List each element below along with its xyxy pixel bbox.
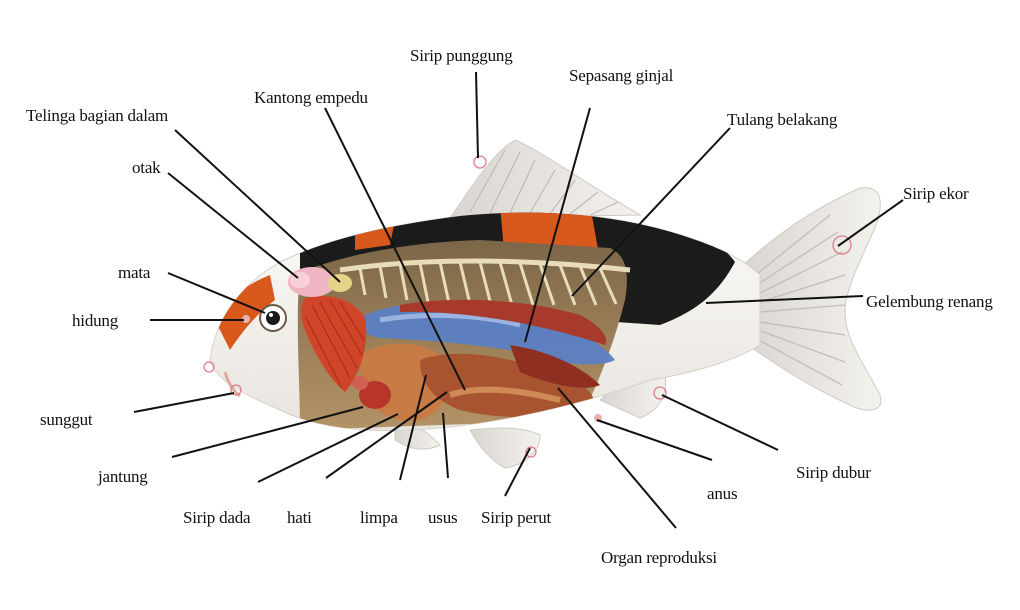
label-sirip-punggung: Sirip punggung	[410, 46, 513, 66]
label-organ-reproduksi: Organ reproduksi	[601, 548, 717, 568]
label-sirip-dubur: Sirip dubur	[796, 463, 871, 483]
label-sirip-dada: Sirip dada	[183, 508, 250, 528]
label-otak: otak	[132, 158, 160, 178]
label-hati: hati	[287, 508, 312, 528]
label-limpa: limpa	[360, 508, 398, 528]
label-sirip-ekor: Sirip ekor	[903, 184, 969, 204]
inner-ear	[328, 274, 352, 292]
label-sepasang-ginjal: Sepasang ginjal	[569, 66, 673, 86]
label-gelembung-renang: Gelembung renang	[866, 292, 993, 312]
label-telinga-bagian-dalam: Telinga bagian dalam	[26, 106, 168, 126]
label-sunggut: sunggut	[40, 410, 92, 430]
label-anus: anus	[707, 484, 737, 504]
label-jantung: jantung	[98, 467, 148, 487]
label-hidung: hidung	[72, 311, 118, 331]
label-tulang-belakang: Tulang belakang	[727, 110, 837, 130]
label-kantong-empedu: Kantong empedu	[254, 88, 368, 108]
label-sirip-perut: Sirip perut	[481, 508, 551, 528]
label-mata: mata	[118, 263, 150, 283]
label-usus: usus	[428, 508, 457, 528]
